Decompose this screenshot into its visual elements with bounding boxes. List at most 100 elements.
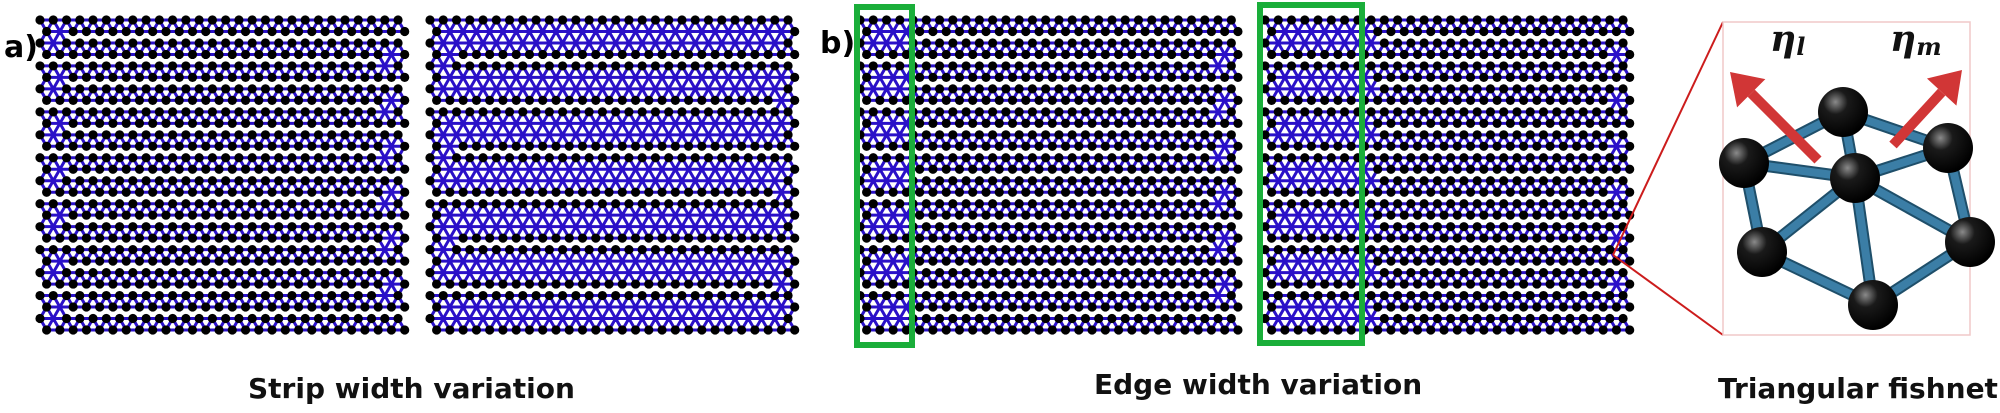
lattice-node xyxy=(373,72,383,83)
lattice-node xyxy=(460,120,466,126)
lattice-node xyxy=(599,178,605,184)
lattice-node xyxy=(128,199,138,209)
lattice-node xyxy=(1439,302,1449,312)
lattice-node xyxy=(1485,199,1496,209)
lattice-node xyxy=(941,95,951,105)
lattice-node xyxy=(400,302,410,312)
lattice-node xyxy=(42,279,52,289)
lattice-node xyxy=(1386,141,1396,151)
lattice-node xyxy=(1532,95,1542,105)
lattice-node xyxy=(961,290,971,301)
lattice-node xyxy=(1233,72,1243,83)
lattice-node xyxy=(1173,130,1183,140)
lattice-node xyxy=(954,302,965,312)
lattice-node xyxy=(739,212,745,218)
lattice-node xyxy=(1339,153,1350,163)
lattice-node xyxy=(101,290,111,301)
lattice-node xyxy=(300,176,310,186)
lattice-node xyxy=(1074,302,1084,312)
lattice-node xyxy=(756,15,767,25)
lattice-node xyxy=(790,26,800,37)
lattice-node xyxy=(300,199,310,209)
lattice-node xyxy=(1591,176,1602,186)
lattice-node xyxy=(1386,164,1396,174)
lattice-node xyxy=(1432,290,1442,301)
lattice-node xyxy=(1439,95,1449,105)
lattice-node xyxy=(81,95,92,105)
lattice-node xyxy=(1545,95,1555,105)
lattice-node xyxy=(1399,233,1409,243)
lattice-node xyxy=(1439,325,1449,335)
lattice-node xyxy=(877,304,883,310)
lattice-node xyxy=(683,187,694,197)
lattice-node xyxy=(778,166,785,172)
lattice-node xyxy=(988,290,998,301)
lattice-node xyxy=(664,199,674,209)
lattice-node xyxy=(1348,212,1354,218)
lattice-node xyxy=(1200,153,1210,163)
fishnet-node-lowR xyxy=(1945,217,1995,267)
lattice-node xyxy=(1113,49,1124,60)
lattice-node xyxy=(571,245,581,255)
lattice-node xyxy=(666,132,672,138)
lattice-node xyxy=(1552,222,1562,232)
lattice-node xyxy=(1406,290,1416,301)
lattice-node xyxy=(1193,302,1203,312)
lattice-node xyxy=(400,279,410,289)
lattice-node xyxy=(513,28,519,35)
lattice-node xyxy=(712,212,718,218)
lattice-node xyxy=(313,176,324,186)
lattice-node xyxy=(227,164,237,174)
lattice-node xyxy=(895,153,905,163)
lattice-node xyxy=(1452,302,1462,312)
lattice-node xyxy=(307,118,317,128)
lattice-node xyxy=(1147,199,1157,209)
lattice-node xyxy=(221,61,231,71)
lattice-node xyxy=(467,224,473,230)
lattice-node xyxy=(573,86,579,92)
lattice-node xyxy=(732,224,738,230)
lattice-node xyxy=(862,187,872,197)
lattice-node xyxy=(717,61,727,71)
lattice-node xyxy=(756,290,767,301)
lattice-node xyxy=(487,74,493,81)
lattice-node xyxy=(558,61,568,71)
lattice-node xyxy=(1067,199,1077,209)
lattice-node xyxy=(1133,15,1144,25)
lattice-node xyxy=(1226,84,1236,94)
lattice-node xyxy=(274,84,284,94)
lattice-node xyxy=(1320,233,1330,243)
lattice-node xyxy=(386,302,397,312)
lattice-node xyxy=(68,233,78,243)
lattice-node xyxy=(670,233,680,243)
lattice-node xyxy=(445,187,455,197)
lattice-node xyxy=(234,153,244,163)
lattice-node xyxy=(1591,267,1602,278)
lattice-node xyxy=(168,84,178,94)
lattice-node xyxy=(1153,302,1163,312)
lattice-node xyxy=(903,258,910,264)
lattice-node xyxy=(604,95,614,105)
lattice-node xyxy=(194,176,204,186)
lattice-node xyxy=(941,210,951,220)
lattice-node xyxy=(1572,302,1582,312)
lattice-node xyxy=(1007,95,1018,105)
lattice-node xyxy=(1021,233,1031,243)
lattice-node xyxy=(560,269,566,276)
lattice-node xyxy=(652,40,659,46)
lattice-node xyxy=(639,269,645,276)
lattice-node xyxy=(1133,61,1144,71)
lattice-node xyxy=(705,269,712,276)
lattice-node xyxy=(1074,256,1084,266)
lattice-node xyxy=(772,224,778,230)
lattice-node xyxy=(941,141,951,151)
lattice-node xyxy=(1605,61,1615,71)
lattice-node xyxy=(895,107,905,117)
lattice-node xyxy=(181,38,191,48)
lattice-node xyxy=(485,49,495,60)
lattice-node xyxy=(921,130,931,140)
lattice-node xyxy=(1315,315,1321,322)
lattice-node xyxy=(941,302,951,312)
lattice-node xyxy=(1153,164,1163,174)
lattice-node xyxy=(765,304,771,310)
